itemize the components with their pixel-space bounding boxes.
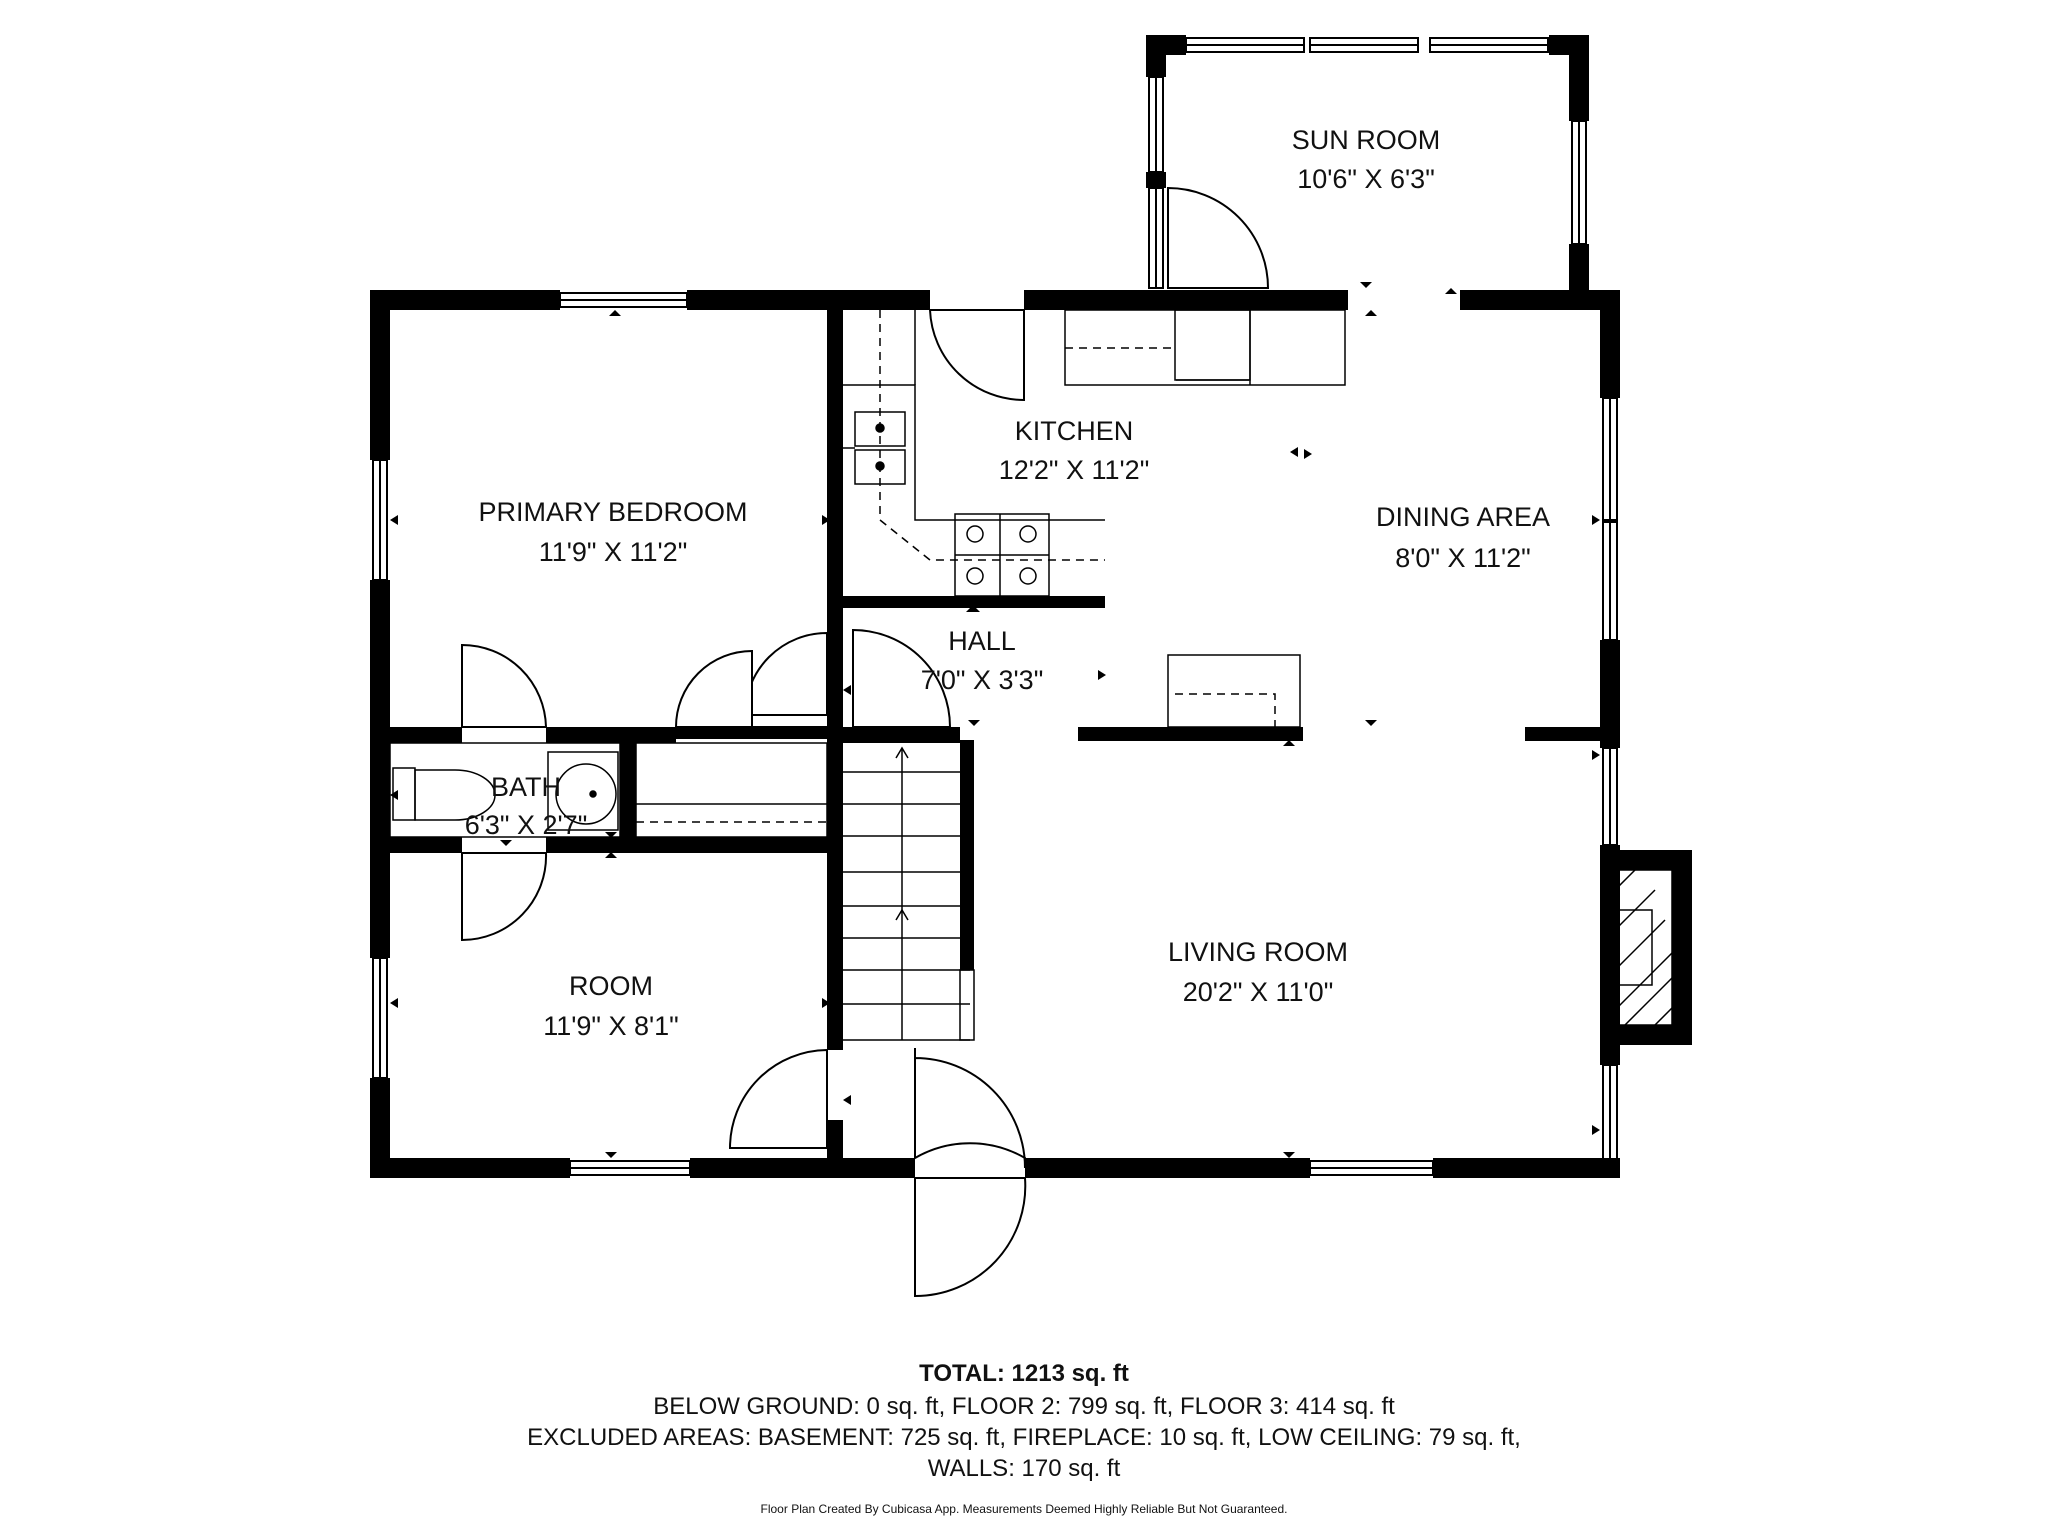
sun-room-dims: 10'6" X 6'3"	[1297, 164, 1435, 194]
total-area: TOTAL: 1213 sq. ft	[919, 1360, 1129, 1387]
doors	[461, 186, 1270, 1298]
area-breakdown-line-3: WALLS: 170 sq. ft	[927, 1455, 1121, 1482]
hall-name: HALL	[948, 626, 1016, 656]
sun-room-name: SUN ROOM	[1292, 125, 1441, 155]
room-name: ROOM	[569, 971, 653, 1001]
area-breakdown-line-2: EXCLUDED AREAS: BASEMENT: 725 sq. ft, FI…	[527, 1424, 1521, 1451]
disclaimer-note: Floor Plan Created By Cubicasa App. Meas…	[760, 1502, 1288, 1516]
dining-area-dims: 8'0" X 11'2"	[1395, 543, 1531, 573]
room-labels: SUN ROOM 10'6" X 6'3" KITCHEN 12'2" X 11…	[465, 125, 1550, 1041]
room-dims: 11'9" X 8'1"	[543, 1011, 679, 1041]
kitchen-fixtures	[843, 309, 1346, 728]
area-breakdown-line-1: BELOW GROUND: 0 sq. ft, FLOOR 2: 799 sq.…	[653, 1393, 1395, 1420]
windows	[372, 37, 1618, 1176]
hall-dims: 7'0" X 3'3"	[921, 665, 1044, 695]
living-room-name: LIVING ROOM	[1168, 937, 1348, 967]
living-room-dims: 20'2" X 11'0"	[1183, 977, 1334, 1007]
stairs	[843, 746, 975, 1041]
walls	[370, 35, 1692, 1178]
dining-area-name: DINING AREA	[1376, 502, 1550, 532]
bath-name: BATH	[491, 772, 561, 802]
primary-bedroom-dims: 11'9" X 11'2"	[539, 537, 688, 567]
fireplace	[1609, 869, 1673, 1026]
bath-fixtures	[389, 742, 828, 838]
primary-bedroom-name: PRIMARY BEDROOM	[478, 497, 747, 527]
dimension-markers	[390, 282, 1600, 1158]
kitchen-dims: 12'2" X 11'2"	[999, 455, 1150, 485]
kitchen-name: KITCHEN	[1015, 416, 1134, 446]
bath-dims: 6'3" X 2'7"	[465, 810, 588, 840]
